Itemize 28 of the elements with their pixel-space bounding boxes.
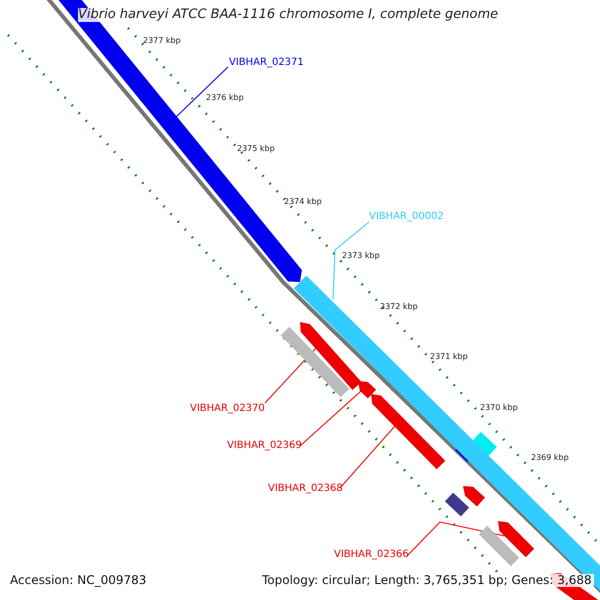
tick-label: 2374 kbp [284,198,322,207]
tick-label: 2373 kbp [342,252,380,261]
leader-line [340,426,396,488]
gene-feature [498,521,534,558]
tick-label: 2377 kbp [143,37,181,46]
tick-label: 2372 kbp [380,303,418,312]
genome-summary-text: Topology: circular; Length: 3,765,351 bp; Genes: 3,688 [260,574,594,588]
gene-feature [358,381,376,398]
leader-line [176,66,228,118]
gene-feature [300,322,362,390]
leader-line [406,521,506,556]
gene-label: VIBHAR_02371 [229,57,304,68]
tick-label: 2370 kbp [480,404,518,413]
leader-line [300,390,362,446]
gene-label: VIBHAR_02370 [190,403,265,414]
leader-line [332,222,370,300]
tick-label: 2376 kbp [206,94,244,103]
gene-label: VIBHAR_02368 [268,483,343,494]
gene-label: VIBHAR_02366 [334,549,409,560]
leader-line [264,348,316,404]
gene-label: VIBHAR_02369 [227,440,302,451]
gene-feature [371,394,446,470]
title: Vibrio harveyi ATCC BAA-1116 chromosome I, complete genome [78,8,498,22]
tick-label: 2369 kbp [531,454,569,463]
gene-label: VIBHAR_00002 [369,211,444,222]
tick-label: 2375 kbp [237,145,275,154]
tick-label: 2371 kbp [430,353,468,362]
accession-text: Accession: NC_009783 [8,574,148,588]
